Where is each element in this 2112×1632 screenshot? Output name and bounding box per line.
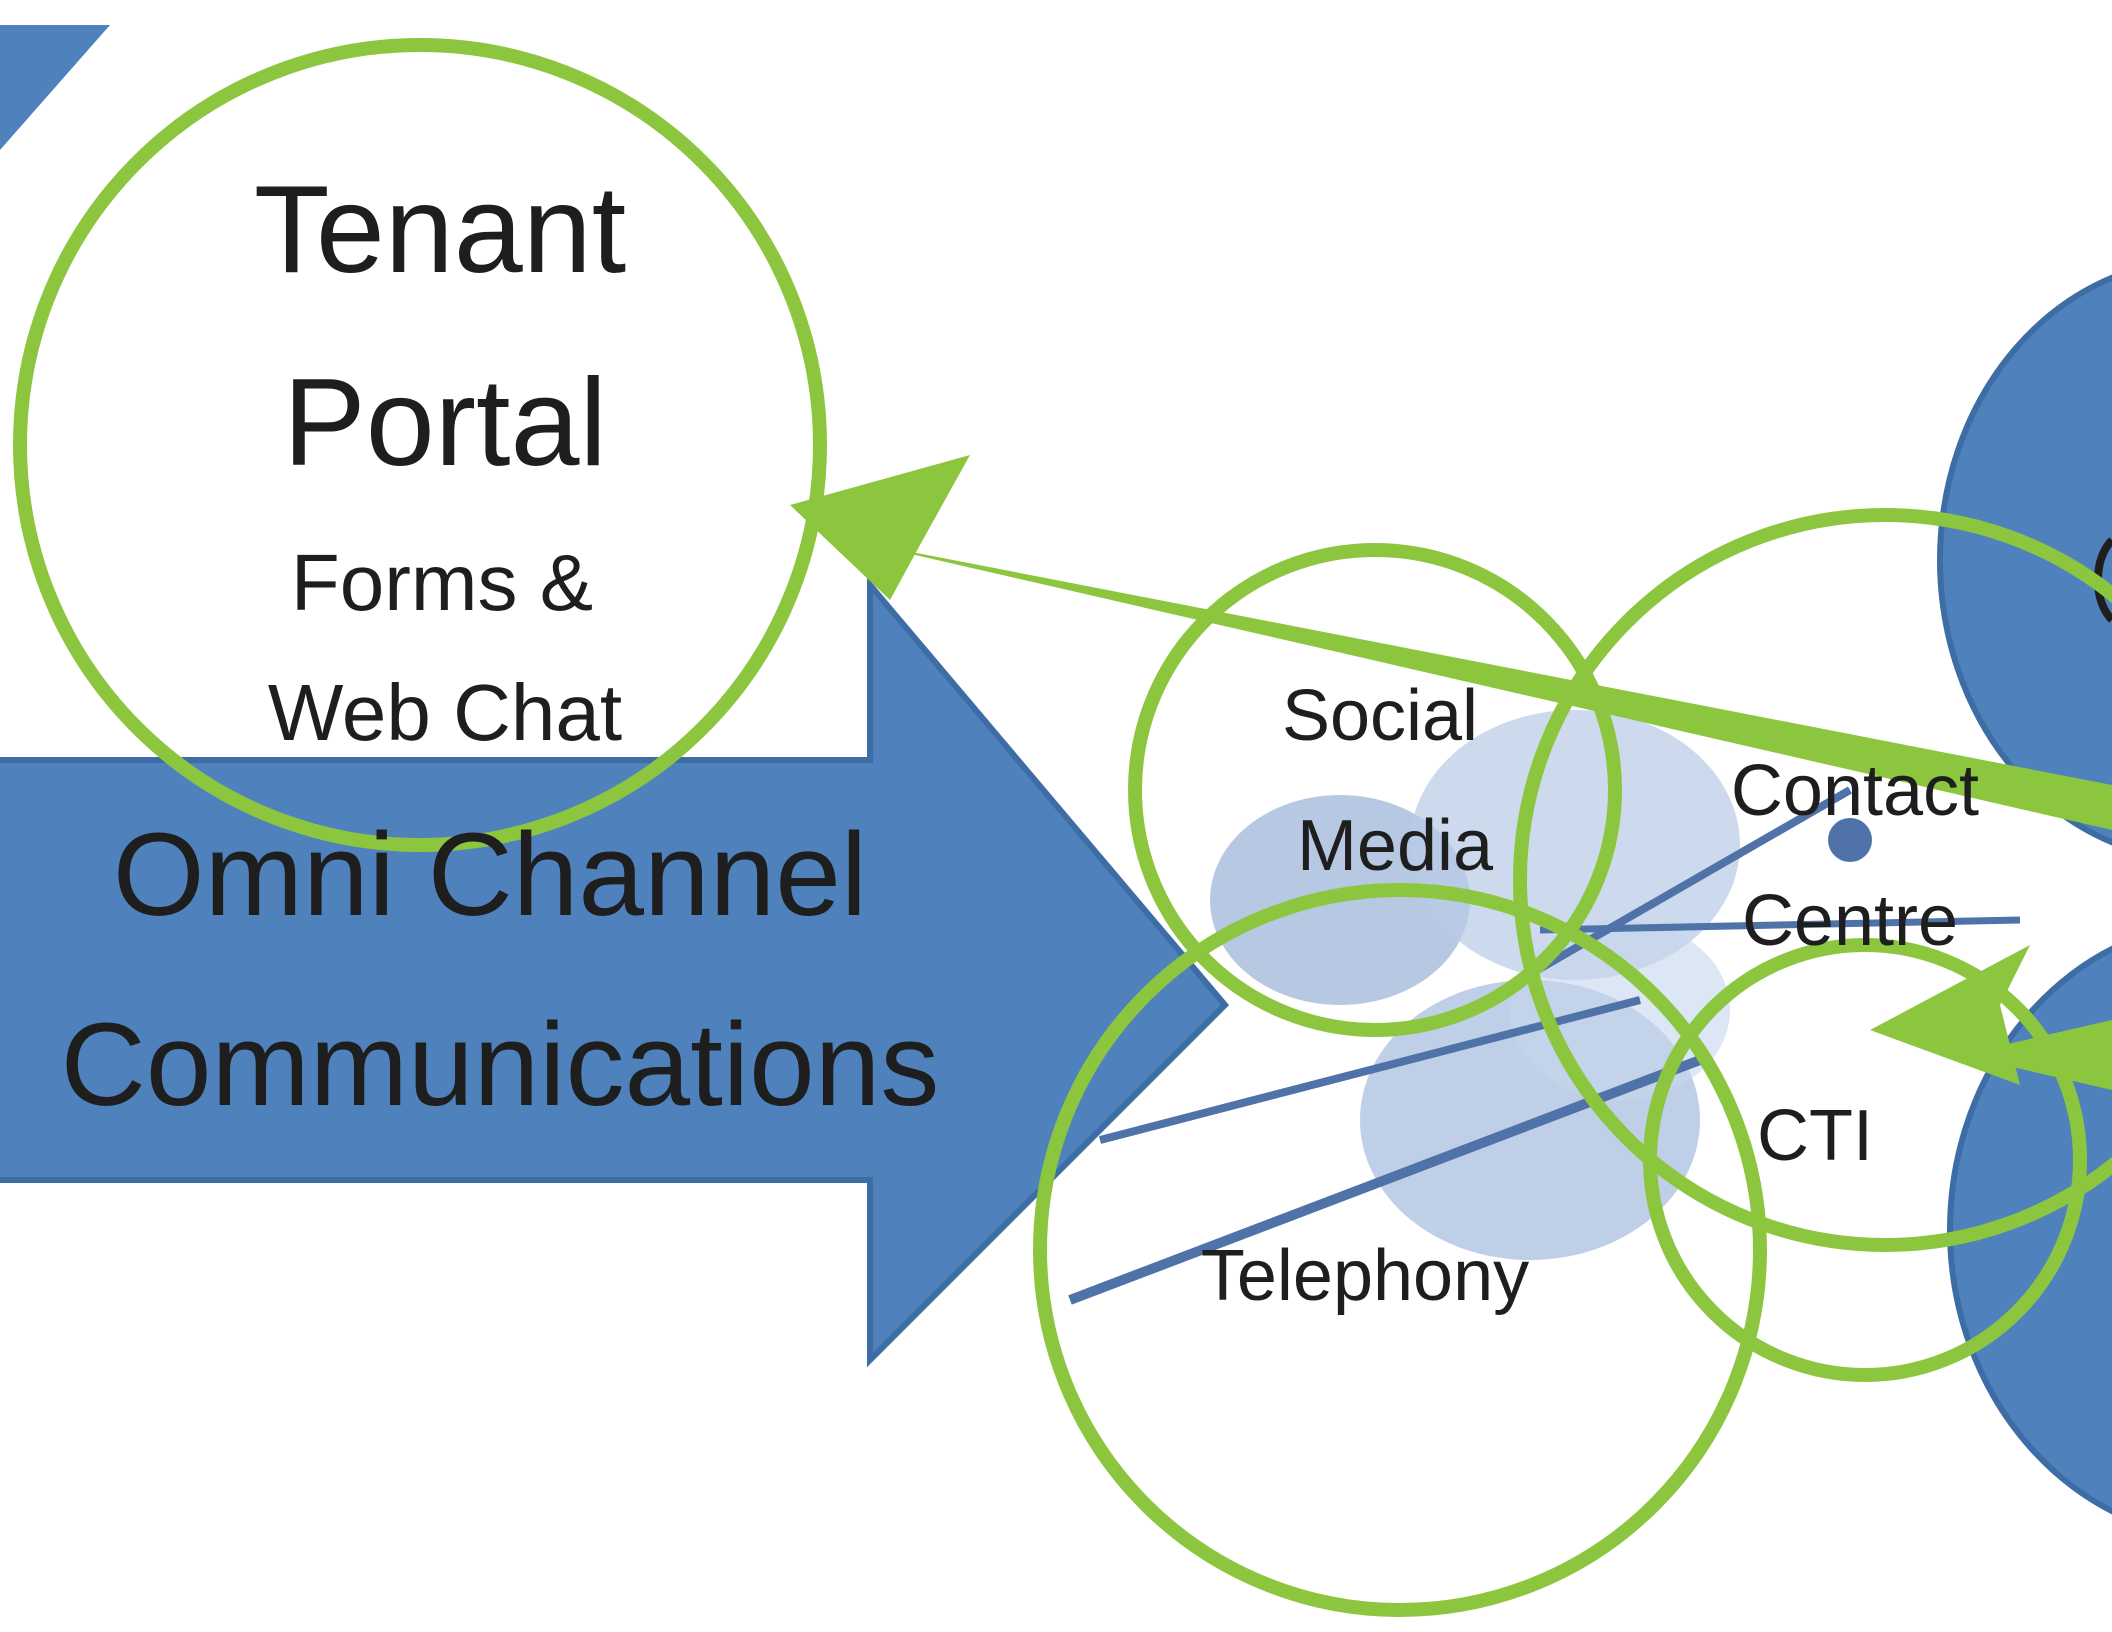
- green-arrow-to-cti: [1960, 1020, 2112, 1090]
- tenant-portal-subtitle-line2: Web Chat: [268, 668, 622, 757]
- tenant-portal-ring: [13, 38, 827, 852]
- tenant-portal-title-line2: Portal: [283, 354, 607, 492]
- tenant-portal-subtitle-line1: Forms &: [291, 538, 593, 627]
- green-arrow-to-portal-head: [790, 455, 970, 600]
- telephony-ring: [1033, 883, 1767, 1617]
- green-arrow-to-portal: [850, 540, 2112, 830]
- social-media-label-line2: Media: [1297, 806, 1494, 886]
- cti-ring: [1643, 938, 2087, 1382]
- social-media-ring: [1128, 543, 1622, 1037]
- arrow-label-line1: Omni Channel: [113, 809, 867, 941]
- contact-centre-ring: [1513, 508, 2112, 1252]
- cti-label: CTI: [1757, 1096, 1873, 1176]
- arrow-label-line2: Communications: [61, 999, 940, 1131]
- tenant-portal-title-line1: Tenant: [254, 161, 626, 299]
- top-left-blue-fragment: [0, 25, 110, 150]
- social-media-label-line1: Social: [1282, 676, 1478, 756]
- contact-centre-label-line1: Contact: [1731, 751, 1979, 831]
- telephony-label: Telephony: [1201, 1236, 1529, 1316]
- contact-centre-label-line2: Centre: [1742, 881, 1958, 961]
- right-blue-shape-top: [1937, 274, 2112, 846]
- green-arrow-to-cti-head: [1870, 945, 2030, 1085]
